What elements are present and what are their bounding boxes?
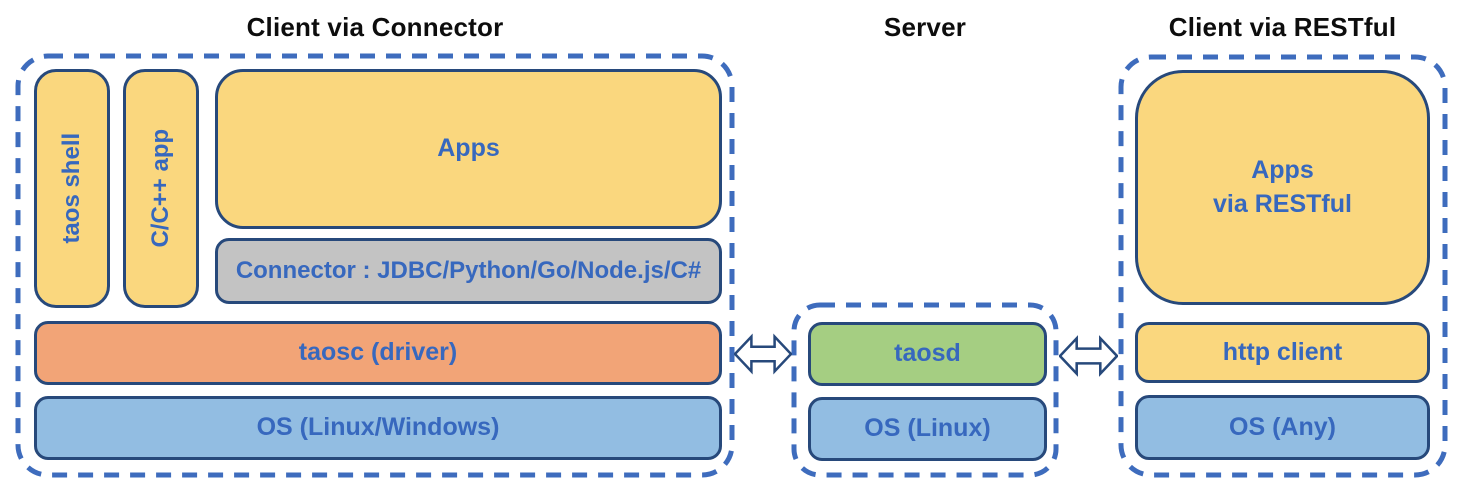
- box-connector: Connector : JDBC/Python/Go/Node.js/C#: [215, 238, 722, 304]
- bidirectional-arrow-icon: [734, 333, 792, 375]
- label-http-client: http client: [1222, 337, 1343, 366]
- box-os-any: OS (Any): [1135, 395, 1430, 460]
- label-apps: Apps: [437, 134, 500, 163]
- label-apps-via-restful: Apps via RESTful: [1213, 155, 1352, 218]
- box-taosd: taosd: [808, 322, 1047, 386]
- box-apps: Apps: [215, 69, 722, 229]
- box-os-linux-windows: OS (Linux/Windows): [34, 396, 722, 460]
- server-dashed-border: [791, 302, 1059, 478]
- title-client-via-connector: Client via Connector: [246, 12, 504, 42]
- label-connector: Connector : JDBC/Python/Go/Node.js/C#: [235, 256, 702, 284]
- client-connector-dashed-border: [15, 53, 735, 478]
- bidirectional-arrow-icon: [1059, 335, 1118, 377]
- title-client-via-restful: Client via RESTful: [1168, 12, 1397, 42]
- box-taos-shell: taos shell: [34, 69, 110, 308]
- label-os-any: OS (Any): [1229, 412, 1336, 441]
- label-os-linux: OS (Linux): [864, 414, 991, 443]
- label-cpp-app: C/C++ app: [146, 129, 174, 248]
- label-os-linux-windows: OS (Linux/Windows): [256, 413, 500, 442]
- box-os-linux: OS (Linux): [808, 397, 1047, 461]
- title-server: Server: [883, 12, 967, 42]
- label-taosd: taosd: [894, 339, 961, 368]
- label-taos-shell: taos shell: [57, 133, 85, 244]
- box-apps-via-restful: Apps via RESTful: [1135, 70, 1430, 305]
- box-taosc-driver: taosc (driver): [34, 321, 722, 385]
- box-cpp-app: C/C++ app: [123, 69, 199, 308]
- box-http-client: http client: [1135, 322, 1430, 383]
- client-restful-dashed-border: [1118, 54, 1448, 478]
- label-taosc-driver: taosc (driver): [298, 338, 458, 367]
